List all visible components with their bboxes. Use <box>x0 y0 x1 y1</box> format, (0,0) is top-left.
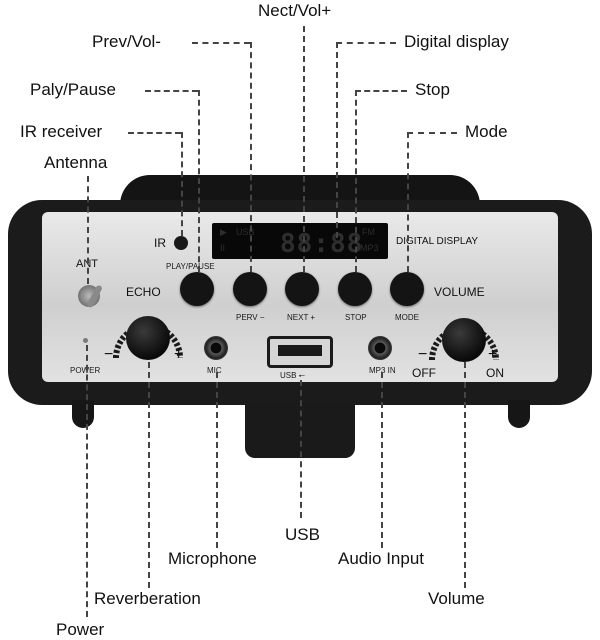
play-pause-label: PLAY/PAUSE <box>166 262 215 271</box>
leader-stop-v <box>355 90 357 272</box>
callout-ir-receiver: IR receiver <box>20 122 103 141</box>
next-label: NEXT + <box>287 313 316 322</box>
play-pause-button[interactable] <box>180 272 214 306</box>
display-usb-indicator: USB <box>236 227 255 237</box>
prev-button[interactable] <box>233 272 267 306</box>
leader-ir-h <box>128 132 181 134</box>
mic-label: MIC <box>207 366 222 375</box>
leader-audio <box>381 372 383 548</box>
leader-ir-v <box>181 132 183 236</box>
echo-minus: − <box>104 346 114 363</box>
digital-display-label: DIGITAL DISPLAY <box>396 236 479 247</box>
callout-mode: Mode <box>465 122 508 141</box>
callout-stop: Stop <box>415 80 450 99</box>
display-play-icon: ▶ <box>220 227 227 237</box>
callout-digital-display: Digital display <box>404 32 509 51</box>
leader-mode-v <box>407 132 409 272</box>
mode-button[interactable] <box>390 272 424 306</box>
callout-next-vol-plus: Nect/Vol+ <box>258 1 332 20</box>
leader-stop-h <box>355 90 407 92</box>
echo-label: ECHO <box>126 285 161 299</box>
leader-next <box>303 26 305 272</box>
leader-prev-h <box>192 42 250 44</box>
leader-play-h <box>145 90 198 92</box>
callout-usb: USB <box>285 525 320 544</box>
volume-label: VOLUME <box>434 285 485 299</box>
next-button[interactable] <box>285 272 319 306</box>
volume-plus: + <box>488 346 498 363</box>
callout-volume: Volume <box>428 589 485 608</box>
leader-mode-h <box>407 132 457 134</box>
callout-prev-vol-minus: Prev/Vol- <box>92 32 161 51</box>
usb-label: USB ⭠ <box>280 371 306 380</box>
volume-minus: − <box>418 346 428 363</box>
echo-knob[interactable] <box>126 316 170 360</box>
mode-label: MODE <box>395 313 419 322</box>
leader-antenna <box>87 176 89 284</box>
stop-label: STOP <box>345 313 367 322</box>
ir-receiver <box>174 236 188 250</box>
leader-display-v <box>336 42 338 238</box>
display-pause-icon: II <box>220 243 226 253</box>
leader-mic <box>216 372 218 548</box>
display-digits: 88:88 <box>280 229 364 259</box>
callout-power: Power <box>56 620 105 639</box>
right-foot <box>508 400 530 428</box>
leader-volume <box>464 362 466 588</box>
volume-knob[interactable] <box>442 318 486 362</box>
display-mp3-indicator: MP3 <box>360 243 379 253</box>
power-led <box>83 338 88 343</box>
leader-reverb <box>148 362 150 588</box>
prev-label: PERV − <box>236 313 265 322</box>
leader-play-v <box>198 90 200 272</box>
leader-power <box>86 345 88 617</box>
mp3-in-label: MP3 IN <box>369 366 396 375</box>
callout-reverberation: Reverberation <box>94 589 201 608</box>
callout-antenna: Antenna <box>44 153 108 172</box>
callout-microphone: Microphone <box>168 549 257 568</box>
callout-play-pause: Paly/Pause <box>30 80 116 99</box>
leader-display-h <box>336 42 396 44</box>
echo-plus: + <box>174 346 184 363</box>
usb-tongue <box>278 345 322 356</box>
mp3-in-jack[interactable] <box>368 336 392 360</box>
leader-usb <box>300 380 302 518</box>
on-label: ON <box>486 366 504 380</box>
display-fm-indicator: FM <box>362 227 375 237</box>
off-label: OFF <box>412 366 436 380</box>
left-foot <box>72 400 94 428</box>
power-label: POWER <box>70 366 101 375</box>
leader-prev-v <box>250 42 252 272</box>
usb-port[interactable] <box>267 336 333 368</box>
stop-button[interactable] <box>338 272 372 306</box>
callout-audio-input: Audio Input <box>338 549 425 568</box>
mic-jack[interactable] <box>204 336 228 360</box>
digital-display: ▶ USB II 88:88 FM MP3 <box>212 223 388 259</box>
ir-label: IR <box>154 236 166 250</box>
